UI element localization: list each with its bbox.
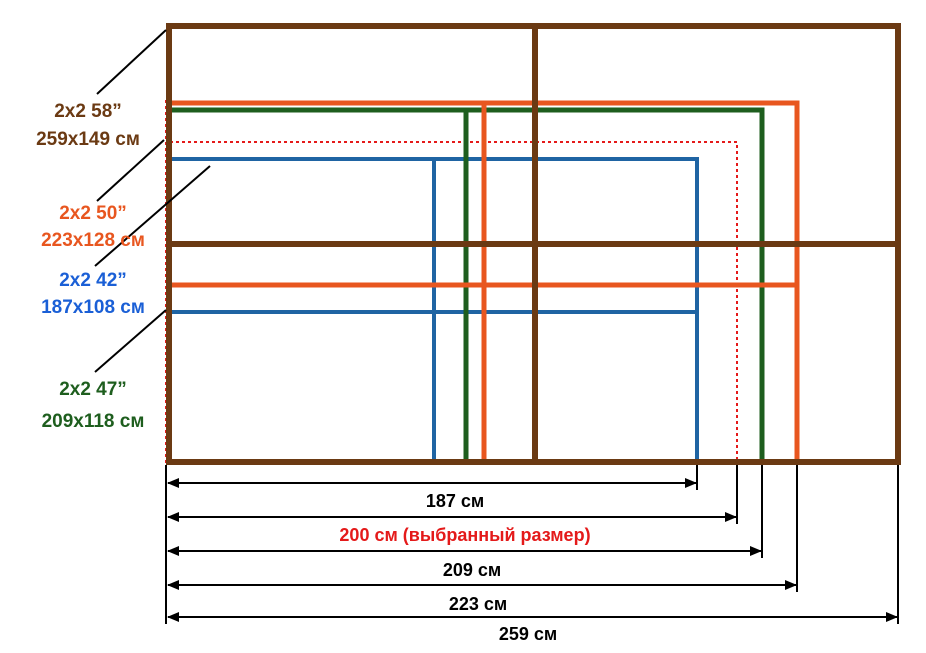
label-50-size: 223x128 см xyxy=(41,230,145,251)
dimension-arrows xyxy=(167,478,898,622)
dim-187-label: 187 см xyxy=(426,491,484,511)
label-leaders xyxy=(94,29,211,373)
label-42-size: 187x108 см xyxy=(41,297,145,318)
grid-50-inch xyxy=(172,100,800,462)
label-47-name: 2x2 47” xyxy=(59,379,127,400)
label-47-size: 209x118 см xyxy=(42,411,145,432)
grid-58-inch xyxy=(166,23,901,465)
leader-47 xyxy=(94,309,167,373)
grid-42-inch xyxy=(172,157,699,462)
dim-223-label: 223 см xyxy=(449,594,507,614)
label-50-name: 2x2 50” xyxy=(59,203,127,224)
leader-50 xyxy=(96,139,165,202)
dimension-extension-lines xyxy=(165,465,899,624)
dim-259-label: 259 см xyxy=(499,624,557,644)
label-58-size: 259x149 см xyxy=(36,129,140,150)
selected-200cm-outline xyxy=(170,141,738,462)
label-58-name: 2x2 58” xyxy=(54,101,122,122)
leader-58 xyxy=(96,29,167,95)
leader-42 xyxy=(94,165,211,267)
dim-209-label: 209 см xyxy=(443,560,501,580)
label-42-name: 2x2 42” xyxy=(59,270,127,291)
dim-200-label: 200 см (выбранный размер) xyxy=(339,525,590,545)
